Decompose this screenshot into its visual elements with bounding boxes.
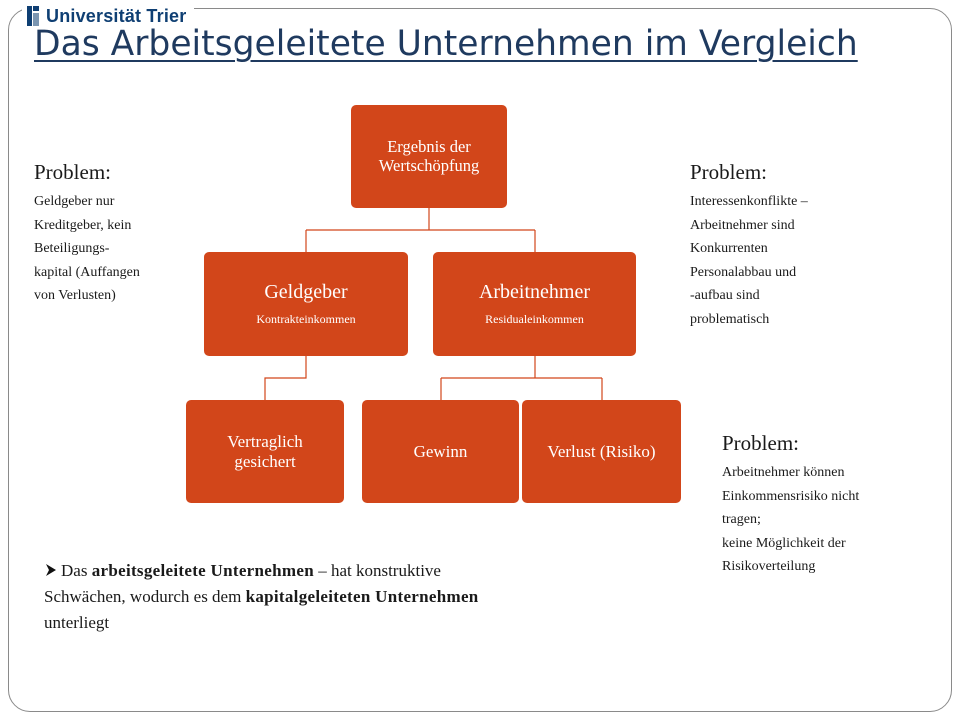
node-label: Ergebnis der Wertschöpfung [378,136,480,175]
node-sublabel: Kontrakteinkommen [256,312,356,326]
problem-line: Geldgeber nur [34,194,115,210]
connector-geldgeber-to-vertraglich [264,356,307,400]
problem-line: Konkurrenten [690,241,768,257]
node-arbeitnehmer: Arbeitnehmer Residualeinkommen [433,252,636,356]
problem-heading: Problem: [34,160,111,184]
node-label: Geldgeber [264,281,348,303]
problem-line: Einkommensrisiko nicht [722,488,860,504]
problem-text: Interessenkonflikte – Arbeitnehmer sind … [690,190,860,331]
node-verlust-risiko: Verlust (Risiko) [522,400,681,503]
node-geldgeber: Geldgeber Kontrakteinkommen [204,252,408,356]
university-logo-icon [26,5,40,27]
conclusion-bold-arbeitsgeleitet: arbeitsgeleitete Unternehmen [91,561,314,580]
problem-note-interessenkonflikte: Problem: Interessenkonflikte – Arbeitneh… [690,160,860,331]
conclusion-bullet: Das arbeitsgeleitete Unternehmen – hat k… [44,558,484,636]
problem-line: Risikoverteilung [722,559,816,575]
node-ergebnis-der-wertschoepfung: Ergebnis der Wertschöpfung [351,105,507,208]
problem-line: von Verlusten) [34,288,116,304]
problem-text: Arbeitnehmer können Einkommensrisiko nic… [722,461,922,579]
problem-heading: Problem: [722,431,799,455]
node-label: Arbeitnehmer [478,281,591,303]
arrow-bullet-icon [46,564,56,576]
problem-line: Arbeitnehmer können [722,465,845,481]
problem-line: -aufbau sind [690,288,760,304]
logo-text: Universität Trier [46,5,187,26]
node-label: Verlust (Risiko) [547,441,656,461]
conclusion-text-2: – hat konstruktive Schwächen, wodurch es… [44,561,441,606]
problem-line: kapital (Auffangen [34,264,140,280]
conclusion-text-3: unterliegt [44,613,110,632]
problem-line: Interessenkonflikte – [690,194,808,210]
conclusion-text-1: Das [61,561,92,580]
node-vertraglich-gesichert: Vertraglich gesichert [186,400,344,503]
problem-line: Kreditgeber, kein [34,217,132,233]
problem-line: Arbeitnehmer sind [690,217,795,233]
node-label: Vertraglich gesichert [227,431,303,471]
problem-heading: Problem: [690,160,767,184]
problem-note-einkommensrisiko: Problem: Arbeitnehmer können Einkommensr… [722,431,922,579]
problem-line: Beteiligungs- [34,241,110,257]
node-sublabel: Residualeinkommen [485,312,584,326]
problem-line: keine Möglichkeit der [722,535,846,551]
problem-text: Geldgeber nur Kreditgeber, kein Beteilig… [34,190,174,308]
node-gewinn: Gewinn [362,400,519,503]
conclusion-bold-kapitalgeleitet: kapitalgeleiteten Unternehmen [245,587,479,606]
node-label: Gewinn [413,441,468,461]
slide-title: Das Arbeitsgeleitete Unternehmen im Verg… [34,24,858,64]
problem-line: tragen; [722,512,761,528]
problem-line: problematisch [690,311,770,327]
problem-note-geldgeber: Problem: Geldgeber nur Kreditgeber, kein… [34,160,174,308]
university-logo: Universität Trier [22,0,195,32]
problem-line: Personalabbau und [690,264,797,280]
